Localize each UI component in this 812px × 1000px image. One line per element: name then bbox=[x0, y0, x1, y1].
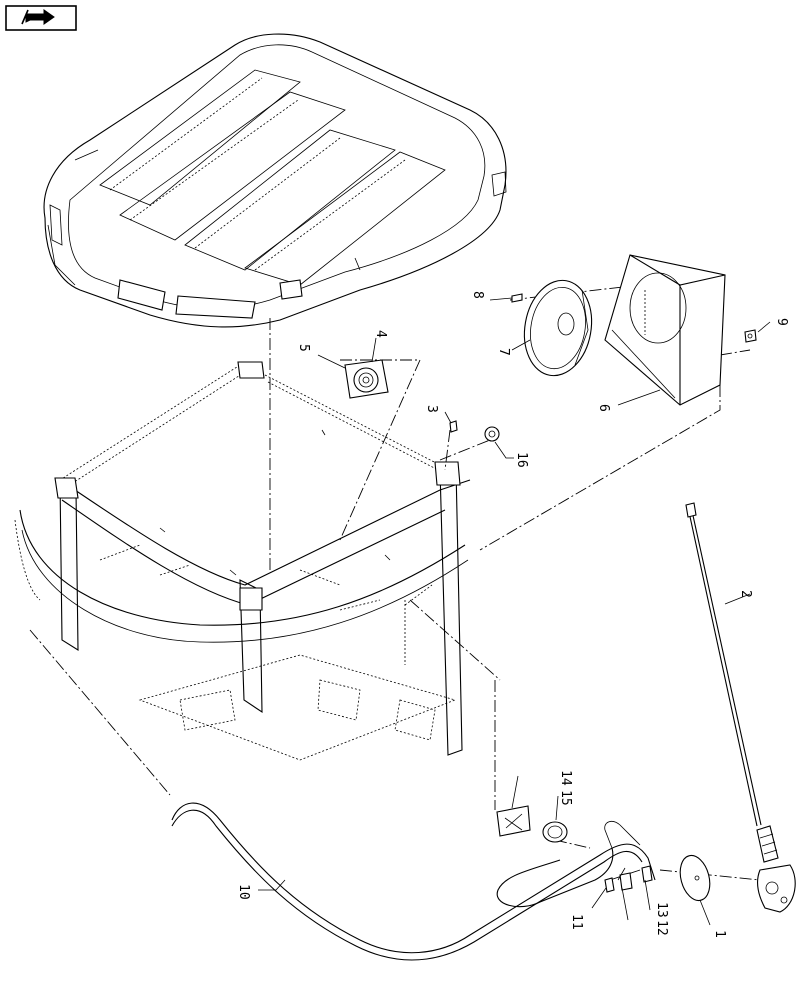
callout-1: 1 bbox=[712, 930, 727, 938]
callout-9: 9 bbox=[774, 318, 789, 326]
forward-arrow-icon[interactable] bbox=[5, 5, 77, 31]
callout-12: 12 bbox=[654, 920, 669, 936]
callout-13: 13 bbox=[654, 902, 669, 918]
callout-8: 8 bbox=[470, 291, 485, 299]
antenna-base-pad bbox=[679, 854, 711, 902]
callout-leaders bbox=[258, 297, 771, 926]
antenna-cable bbox=[171, 802, 656, 961]
callout-5: 5 bbox=[296, 344, 311, 352]
callout-3: 3 bbox=[424, 405, 439, 413]
mounting-plate bbox=[496, 805, 531, 837]
fasteners bbox=[449, 293, 757, 893]
callout-2: 2 bbox=[738, 590, 753, 598]
callout-7: 7 bbox=[496, 348, 511, 356]
speaker-cone bbox=[523, 279, 593, 377]
grommet-ring bbox=[542, 821, 568, 843]
tweeter-speaker bbox=[344, 359, 389, 399]
callout-10: 10 bbox=[236, 884, 251, 900]
callout-labels: 1 2 3 4 5 6 7 8 9 10 11 12 13 14 15 16 bbox=[236, 291, 789, 938]
cab-frame bbox=[14, 361, 471, 761]
speaker-enclosure bbox=[604, 254, 726, 406]
callout-15: 15 bbox=[558, 790, 573, 806]
callout-11: 11 bbox=[569, 914, 584, 930]
cab-roof bbox=[43, 33, 507, 328]
antenna-mast bbox=[685, 502, 796, 913]
callout-14: 14 bbox=[558, 770, 573, 786]
assembly-guide-lines bbox=[29, 284, 761, 881]
callout-6: 6 bbox=[596, 404, 611, 412]
callout-16: 16 bbox=[514, 452, 529, 468]
callout-4: 4 bbox=[373, 330, 388, 338]
